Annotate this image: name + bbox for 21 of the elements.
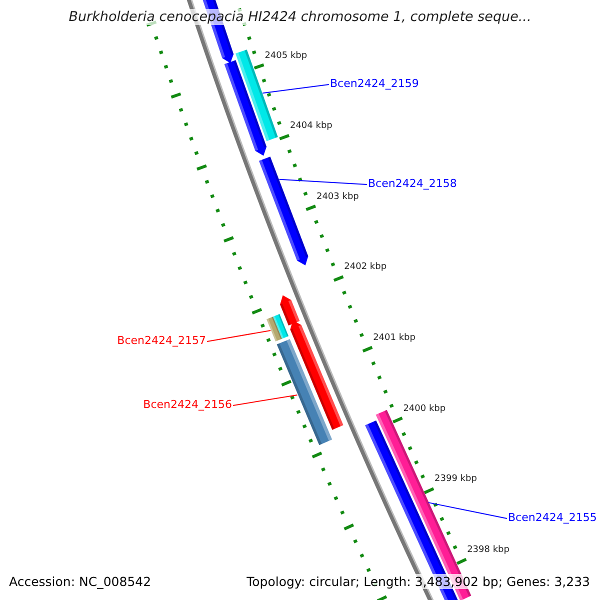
leader-line <box>232 394 298 406</box>
leader-line <box>278 178 368 185</box>
scale-label: 2402 kbp <box>344 262 387 272</box>
gene-label: Bcen2424_2157 <box>117 334 206 347</box>
gene-label: Bcen2424_2155 <box>508 511 597 524</box>
leader-line <box>428 502 508 519</box>
scale-label: 2401 kbp <box>373 332 416 343</box>
scale-label: 2405 kbp <box>264 50 308 60</box>
scale-label: 2404 kbp <box>290 121 332 132</box>
scale-label: 2399 kbp <box>434 474 477 484</box>
gene-block <box>276 339 332 446</box>
gene-label: Bcen2424_2158 <box>368 177 457 190</box>
footer-text: Topology: circular; Length: 3,483,902 bp; Genes: 3,233 <box>244 574 592 589</box>
gene-label: Bcen2424_2156 <box>143 398 232 411</box>
gene-block <box>266 316 282 342</box>
scale-label: 2398 kbp <box>467 544 510 555</box>
scale-label: 2403 kbp <box>316 192 359 202</box>
gene-label: Bcen2424_2159 <box>330 77 419 90</box>
leader-line <box>262 84 330 94</box>
scale-label: 2400 kbp <box>403 404 446 414</box>
gene-block <box>258 156 308 266</box>
